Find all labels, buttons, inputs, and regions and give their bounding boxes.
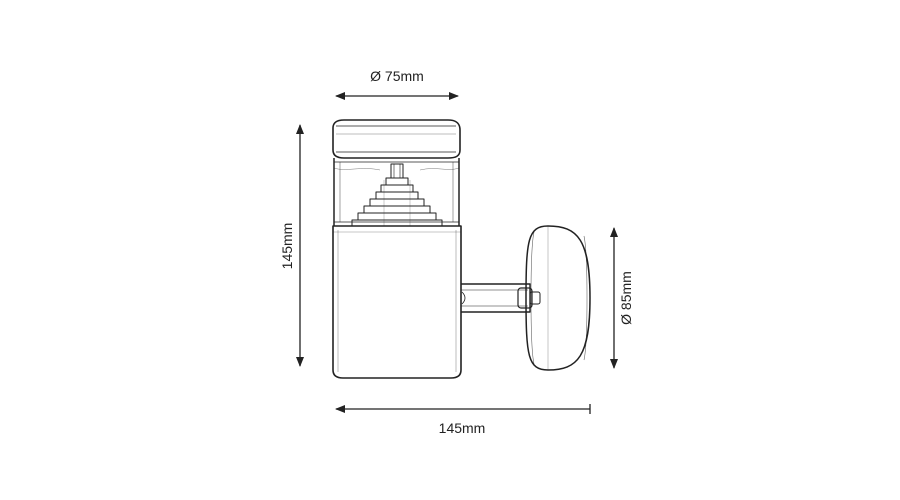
- dimension-label-height: 145mm: [279, 223, 295, 270]
- dimension-height: 145mm: [279, 124, 304, 367]
- dimension-label-width: 145mm: [439, 420, 486, 436]
- dimension-label-top-diameter: Ø 75mm: [370, 68, 424, 84]
- lamp-led-core: [351, 163, 443, 227]
- dimension-base-diameter: Ø 85mm: [610, 227, 634, 369]
- lamp-arm: [461, 283, 541, 313]
- dimension-width: 145mm: [335, 404, 591, 436]
- lamp-wall-mount: [525, 225, 591, 371]
- dimension-label-base-diameter: Ø 85mm: [618, 271, 634, 325]
- lamp-drawing: [332, 119, 591, 379]
- dimension-top-diameter: Ø 75mm: [335, 68, 459, 100]
- lamp-body: [332, 225, 462, 379]
- lamp-top-cap: [332, 119, 461, 159]
- lamp-glass-diffuser: [333, 158, 460, 226]
